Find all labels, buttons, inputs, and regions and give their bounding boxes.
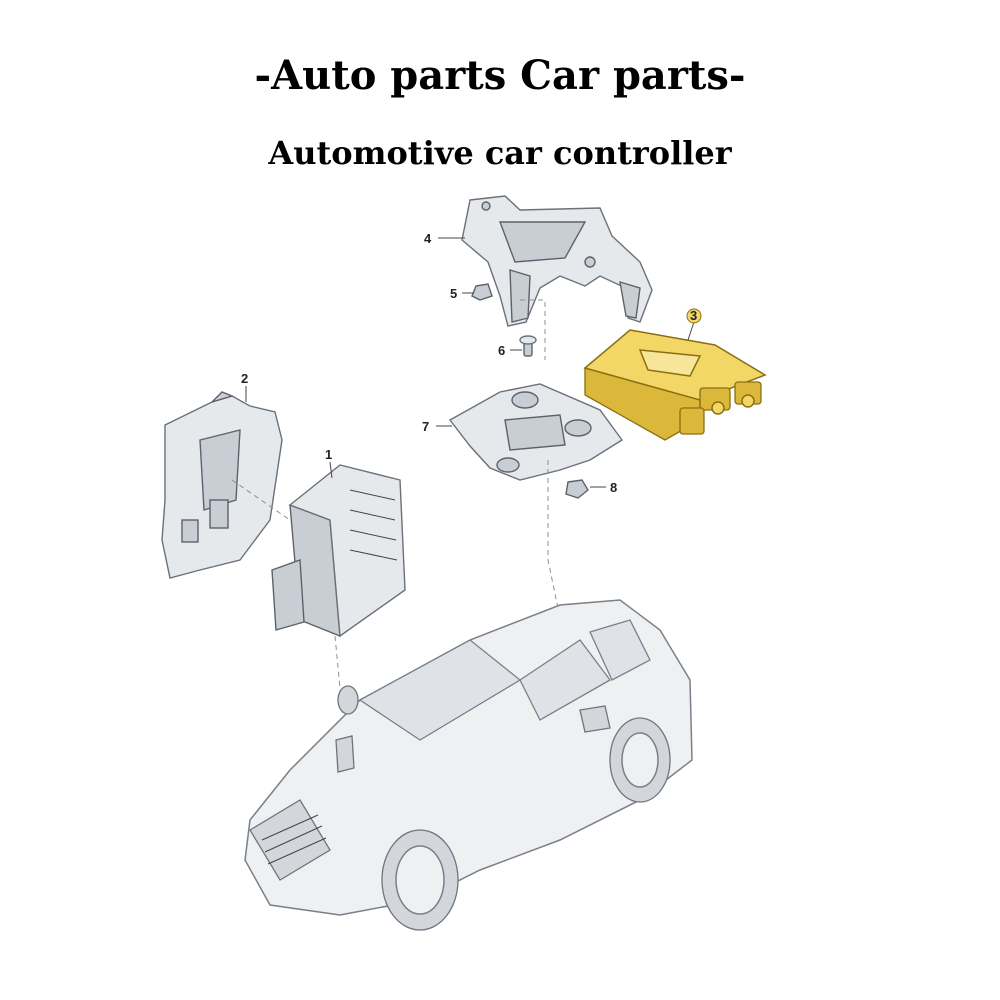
callout-1: 1: [325, 447, 333, 479]
page-title: -Auto parts Car parts-: [254, 52, 746, 99]
callout-3-label: 3: [690, 308, 697, 323]
callout-3: 3: [686, 308, 702, 341]
part-7-plate: [448, 383, 624, 481]
callout-2-label: 2: [241, 371, 248, 386]
callout-7-label: 7: [422, 419, 429, 434]
mounting-dash-lines: [231, 299, 576, 741]
part-2-bracket: [161, 391, 283, 579]
part-3-controller-highlighted: [583, 329, 767, 441]
callout-1-label: 1: [325, 447, 332, 462]
part-6-bolt: [519, 335, 537, 357]
page-subtitle: Automotive car controller: [268, 134, 732, 172]
callout-4: 4: [424, 231, 465, 246]
callout-4-label: 4: [424, 231, 432, 246]
callout-5-label: 5: [450, 286, 457, 301]
callout-8: 8: [590, 480, 617, 495]
callout-8-label: 8: [610, 480, 617, 495]
part-4-bracket: [461, 195, 653, 327]
part-5-nut: [471, 283, 493, 301]
car-illustration: [244, 599, 693, 931]
callout-6-label: 6: [498, 343, 505, 358]
callout-5: 5: [450, 286, 474, 301]
part-8-nut: [565, 479, 589, 499]
callout-7: 7: [422, 419, 452, 434]
callout-6: 6: [498, 343, 522, 358]
callout-2: 2: [241, 371, 248, 402]
part-1-control-unit: [271, 464, 406, 638]
